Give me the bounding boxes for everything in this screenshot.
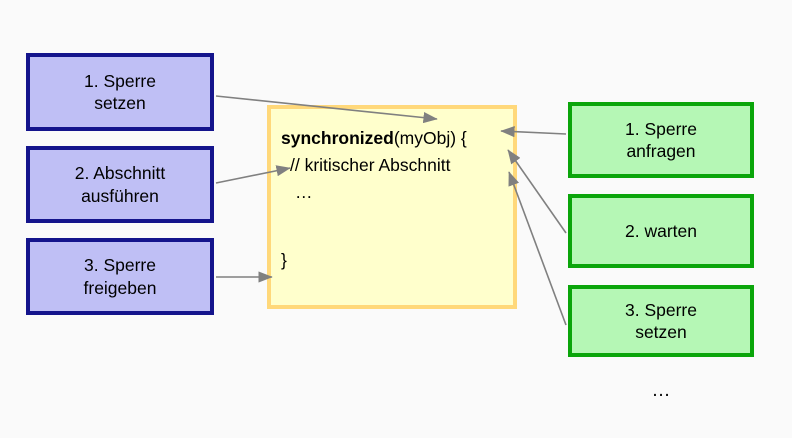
left-step-box-1[interactable]: 1. Sperre setzen bbox=[26, 53, 214, 131]
right-column-ellipsis: … bbox=[651, 380, 671, 401]
left-step-box-2-line2: ausführen bbox=[81, 185, 159, 206]
left-step-box-3[interactable]: 3. Sperre freigeben bbox=[26, 238, 214, 315]
arrow-right3-to-code bbox=[508, 171, 567, 326]
left-step-box-2[interactable]: 2. Abschnitt ausführen bbox=[26, 146, 214, 223]
left-step-box-2-line1: 2. Abschnitt bbox=[74, 163, 166, 184]
left-step-box-3-line2: freigeben bbox=[83, 277, 157, 298]
code-line-1-rest: (myObj) { bbox=[393, 128, 467, 148]
right-step-box-3[interactable]: 3. Sperre setzen bbox=[568, 285, 754, 357]
code-panel-lines: synchronized(myObj) { // kritischer Absc… bbox=[281, 125, 507, 275]
right-step-box-3-text: 3. Sperre setzen bbox=[625, 299, 697, 344]
right-step-box-3-line1: 3. Sperre bbox=[625, 299, 697, 320]
right-step-box-3-line2: setzen bbox=[635, 322, 687, 342]
right-step-box-2-line1: 2. warten bbox=[625, 220, 697, 241]
right-step-box-2-text: 2. warten bbox=[625, 220, 697, 242]
code-line-2-comment: // kritischer Abschnitt bbox=[290, 155, 451, 176]
code-panel[interactable]: synchronized(myObj) { // kritischer Absc… bbox=[267, 105, 517, 309]
left-step-box-2-text: 2. Abschnitt ausführen bbox=[75, 162, 165, 207]
code-line-4-closing-brace: } bbox=[281, 250, 287, 271]
right-step-box-1-text: 1. Sperre anfragen bbox=[625, 118, 697, 163]
left-step-box-1-line2: setzen bbox=[94, 93, 146, 113]
code-line-3-ellipsis: … bbox=[295, 182, 313, 203]
code-line-1: synchronized(myObj) { bbox=[281, 125, 507, 152]
left-step-box-3-text: 3. Sperre freigeben bbox=[84, 254, 157, 299]
left-step-box-3-line1: 3. Sperre bbox=[84, 255, 156, 276]
left-step-box-1-line1: 1. Sperre bbox=[84, 70, 156, 91]
code-blank-space bbox=[281, 206, 507, 247]
right-step-box-1-line2: anfragen bbox=[626, 141, 696, 161]
left-step-box-1-text: 1. Sperre setzen bbox=[84, 70, 156, 115]
right-step-box-1-line1: 1. Sperre bbox=[625, 118, 697, 139]
right-step-box-2[interactable]: 2. warten bbox=[568, 194, 754, 268]
right-step-box-1[interactable]: 1. Sperre anfragen bbox=[568, 102, 754, 178]
code-keyword-synchronized: synchronized bbox=[281, 128, 394, 148]
